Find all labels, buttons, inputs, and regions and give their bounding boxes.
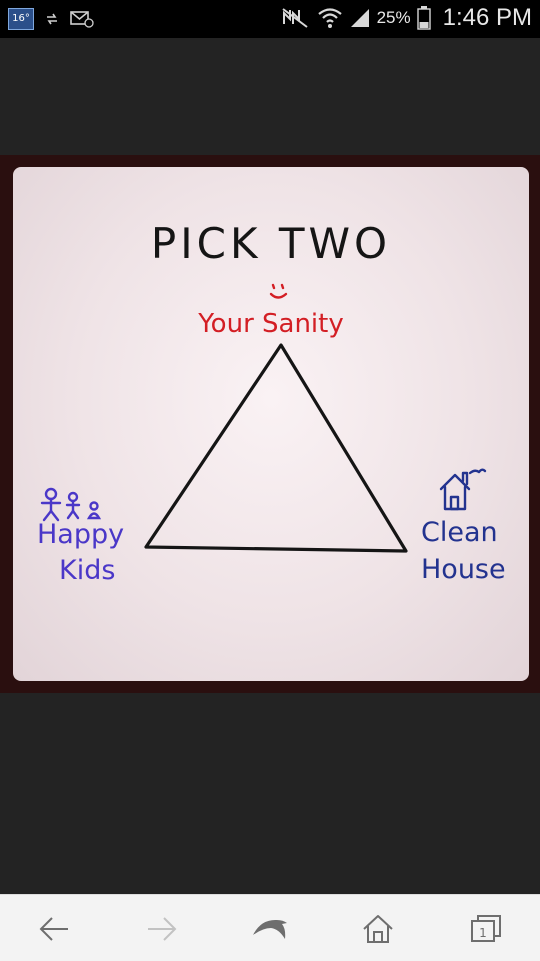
browser-nav-bar: 1 (0, 894, 540, 961)
home-button[interactable] (358, 909, 398, 949)
label-happy: Happy (37, 519, 125, 550)
status-bar: 16° 25% 1:46 PM (0, 0, 540, 38)
board-title: PICK TWO (150, 219, 392, 268)
wifi-icon (317, 8, 342, 28)
label-clean: Clean (421, 517, 498, 548)
pick-two-triangle (144, 343, 408, 553)
battery-icon (416, 6, 431, 30)
weather-badge: 16° (8, 8, 34, 30)
battery-percent: 25% (376, 8, 411, 27)
tabs-icon: 1 (471, 915, 501, 942)
forward-button[interactable] (142, 909, 182, 949)
tab-count: 1 (479, 926, 487, 940)
home-icon (363, 915, 393, 943)
clock: 1:46 PM (442, 4, 532, 31)
family-icon (40, 487, 102, 522)
mute-icon (281, 8, 308, 28)
smiley-icon (269, 283, 288, 299)
label-house: House (421, 554, 506, 585)
email-icon (70, 11, 94, 28)
image-viewer[interactable]: PICK TWO Your Sanity (0, 38, 540, 894)
tabs-button[interactable]: 1 (466, 909, 506, 949)
sync-icon (47, 13, 57, 25)
back-arrow-icon (39, 917, 68, 941)
dolphin-icon (253, 919, 287, 939)
label-your-sanity: Your Sanity (198, 309, 344, 339)
back-button[interactable] (34, 909, 74, 949)
forward-arrow-icon (148, 917, 177, 941)
whiteboard: PICK TWO Your Sanity (13, 167, 529, 681)
photo[interactable]: PICK TWO Your Sanity (0, 155, 540, 693)
label-kids: Kids (59, 555, 116, 586)
signal-icon (350, 9, 369, 27)
house-icon (439, 468, 487, 511)
dolphin-menu-button[interactable] (250, 909, 290, 949)
